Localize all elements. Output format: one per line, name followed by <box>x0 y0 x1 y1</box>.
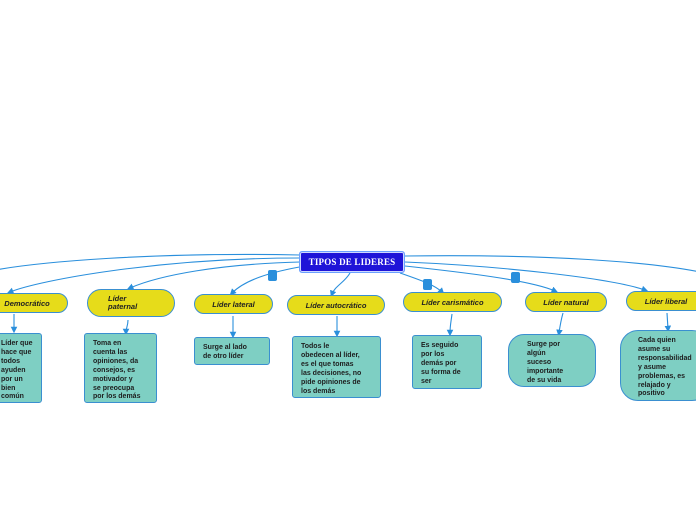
connector-paternal-detail <box>122 319 130 336</box>
connector-root-lateral <box>229 265 306 296</box>
connector-liberal-detail <box>664 312 672 333</box>
connector-node-square <box>268 270 277 281</box>
detail-democratico[interactable]: Líder que hace que todos ayuden por un b… <box>0 333 42 403</box>
topic-lateral[interactable]: Líder lateral <box>194 294 273 314</box>
topic-autocratico[interactable]: Líder autocrático <box>287 295 385 315</box>
detail-natural[interactable]: Surge por algún suceso importante de su … <box>508 334 596 387</box>
detail-autocratico[interactable]: Todos le obedecen al líder, es el que to… <box>292 336 381 398</box>
topic-carismatico[interactable]: Líder carismático <box>403 292 502 312</box>
connector-natural-detail <box>556 312 564 337</box>
connector-root-carismatico <box>399 272 445 295</box>
detail-paternal[interactable]: Toma en cuenta las opiniones, da consejo… <box>84 333 157 403</box>
detail-lateral[interactable]: Surge al lado de otro líder <box>194 337 270 365</box>
connector-root-autocratico <box>330 272 351 298</box>
topic-paternal[interactable]: Líder paternal <box>87 289 175 317</box>
detail-carismatico[interactable]: Es seguido por los demás por su forma de… <box>412 335 482 389</box>
connector-root-paternal <box>126 261 301 290</box>
connector-root-democratico-inner <box>6 257 301 294</box>
topic-liberal[interactable]: Líder liberal <box>626 291 696 311</box>
topic-democratico[interactable]: Democrático <box>0 293 68 313</box>
central-topic[interactable]: TIPOS DE LIDERES <box>299 251 405 273</box>
connector-root-democratico <box>0 253 301 270</box>
connector-node-square <box>511 272 520 283</box>
connector-root-right-edge <box>404 255 696 272</box>
connector-root-natural <box>404 265 559 293</box>
connector-node-square <box>423 279 432 290</box>
topic-natural[interactable]: Líder natural <box>525 292 607 312</box>
connector-root-liberal <box>404 261 649 293</box>
detail-liberal[interactable]: Cada quien asume su responsabilidad y as… <box>620 330 696 401</box>
connector-carismatico-detail <box>446 313 454 337</box>
